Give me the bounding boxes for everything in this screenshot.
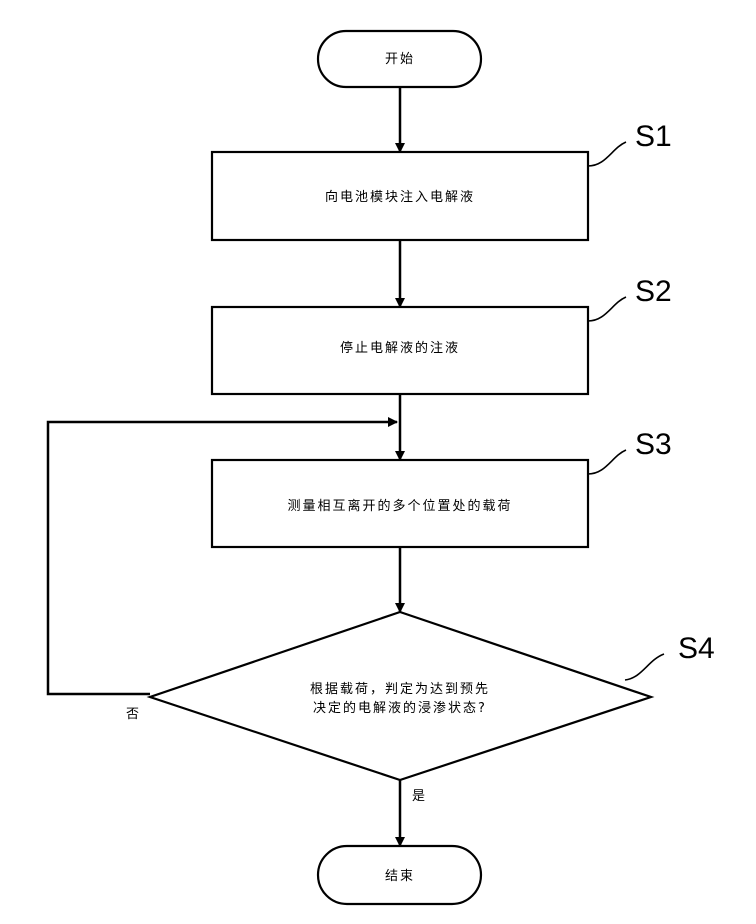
decision-s4-text-line1: 根据载荷，判定为达到预先 bbox=[310, 682, 490, 697]
end-label: 结束 bbox=[385, 869, 415, 884]
step-s1-leader bbox=[588, 142, 626, 166]
step-s2-id: S2 bbox=[635, 275, 672, 308]
step-s2-leader bbox=[588, 297, 626, 321]
end-node: 结束 bbox=[318, 846, 481, 904]
step-s3-id: S3 bbox=[635, 428, 672, 461]
decision-s4-text-line2: 决定的电解液的浸渗状态? bbox=[313, 700, 487, 716]
decision-s4: 根据载荷，判定为达到预先 决定的电解液的浸渗状态? bbox=[150, 612, 651, 780]
decision-s4-id: S4 bbox=[678, 632, 715, 665]
start-node: 开始 bbox=[318, 31, 481, 87]
step-s2-text: 停止电解液的注液 bbox=[340, 340, 460, 356]
branch-yes-label: 是 bbox=[412, 789, 425, 804]
start-label: 开始 bbox=[385, 52, 415, 67]
step-s3-text: 测量相互离开的多个位置处的载荷 bbox=[287, 498, 512, 514]
step-s1: 向电池模块注入电解液 bbox=[212, 152, 588, 240]
decision-s4-leader bbox=[625, 654, 664, 680]
branch-no-label: 否 bbox=[126, 707, 139, 722]
step-s3: 测量相互离开的多个位置处的载荷 bbox=[212, 460, 588, 547]
step-s1-id: S1 bbox=[635, 120, 672, 153]
step-s1-text: 向电池模块注入电解液 bbox=[325, 189, 475, 205]
step-s2: 停止电解液的注液 bbox=[212, 307, 588, 394]
step-s3-leader bbox=[588, 450, 626, 474]
